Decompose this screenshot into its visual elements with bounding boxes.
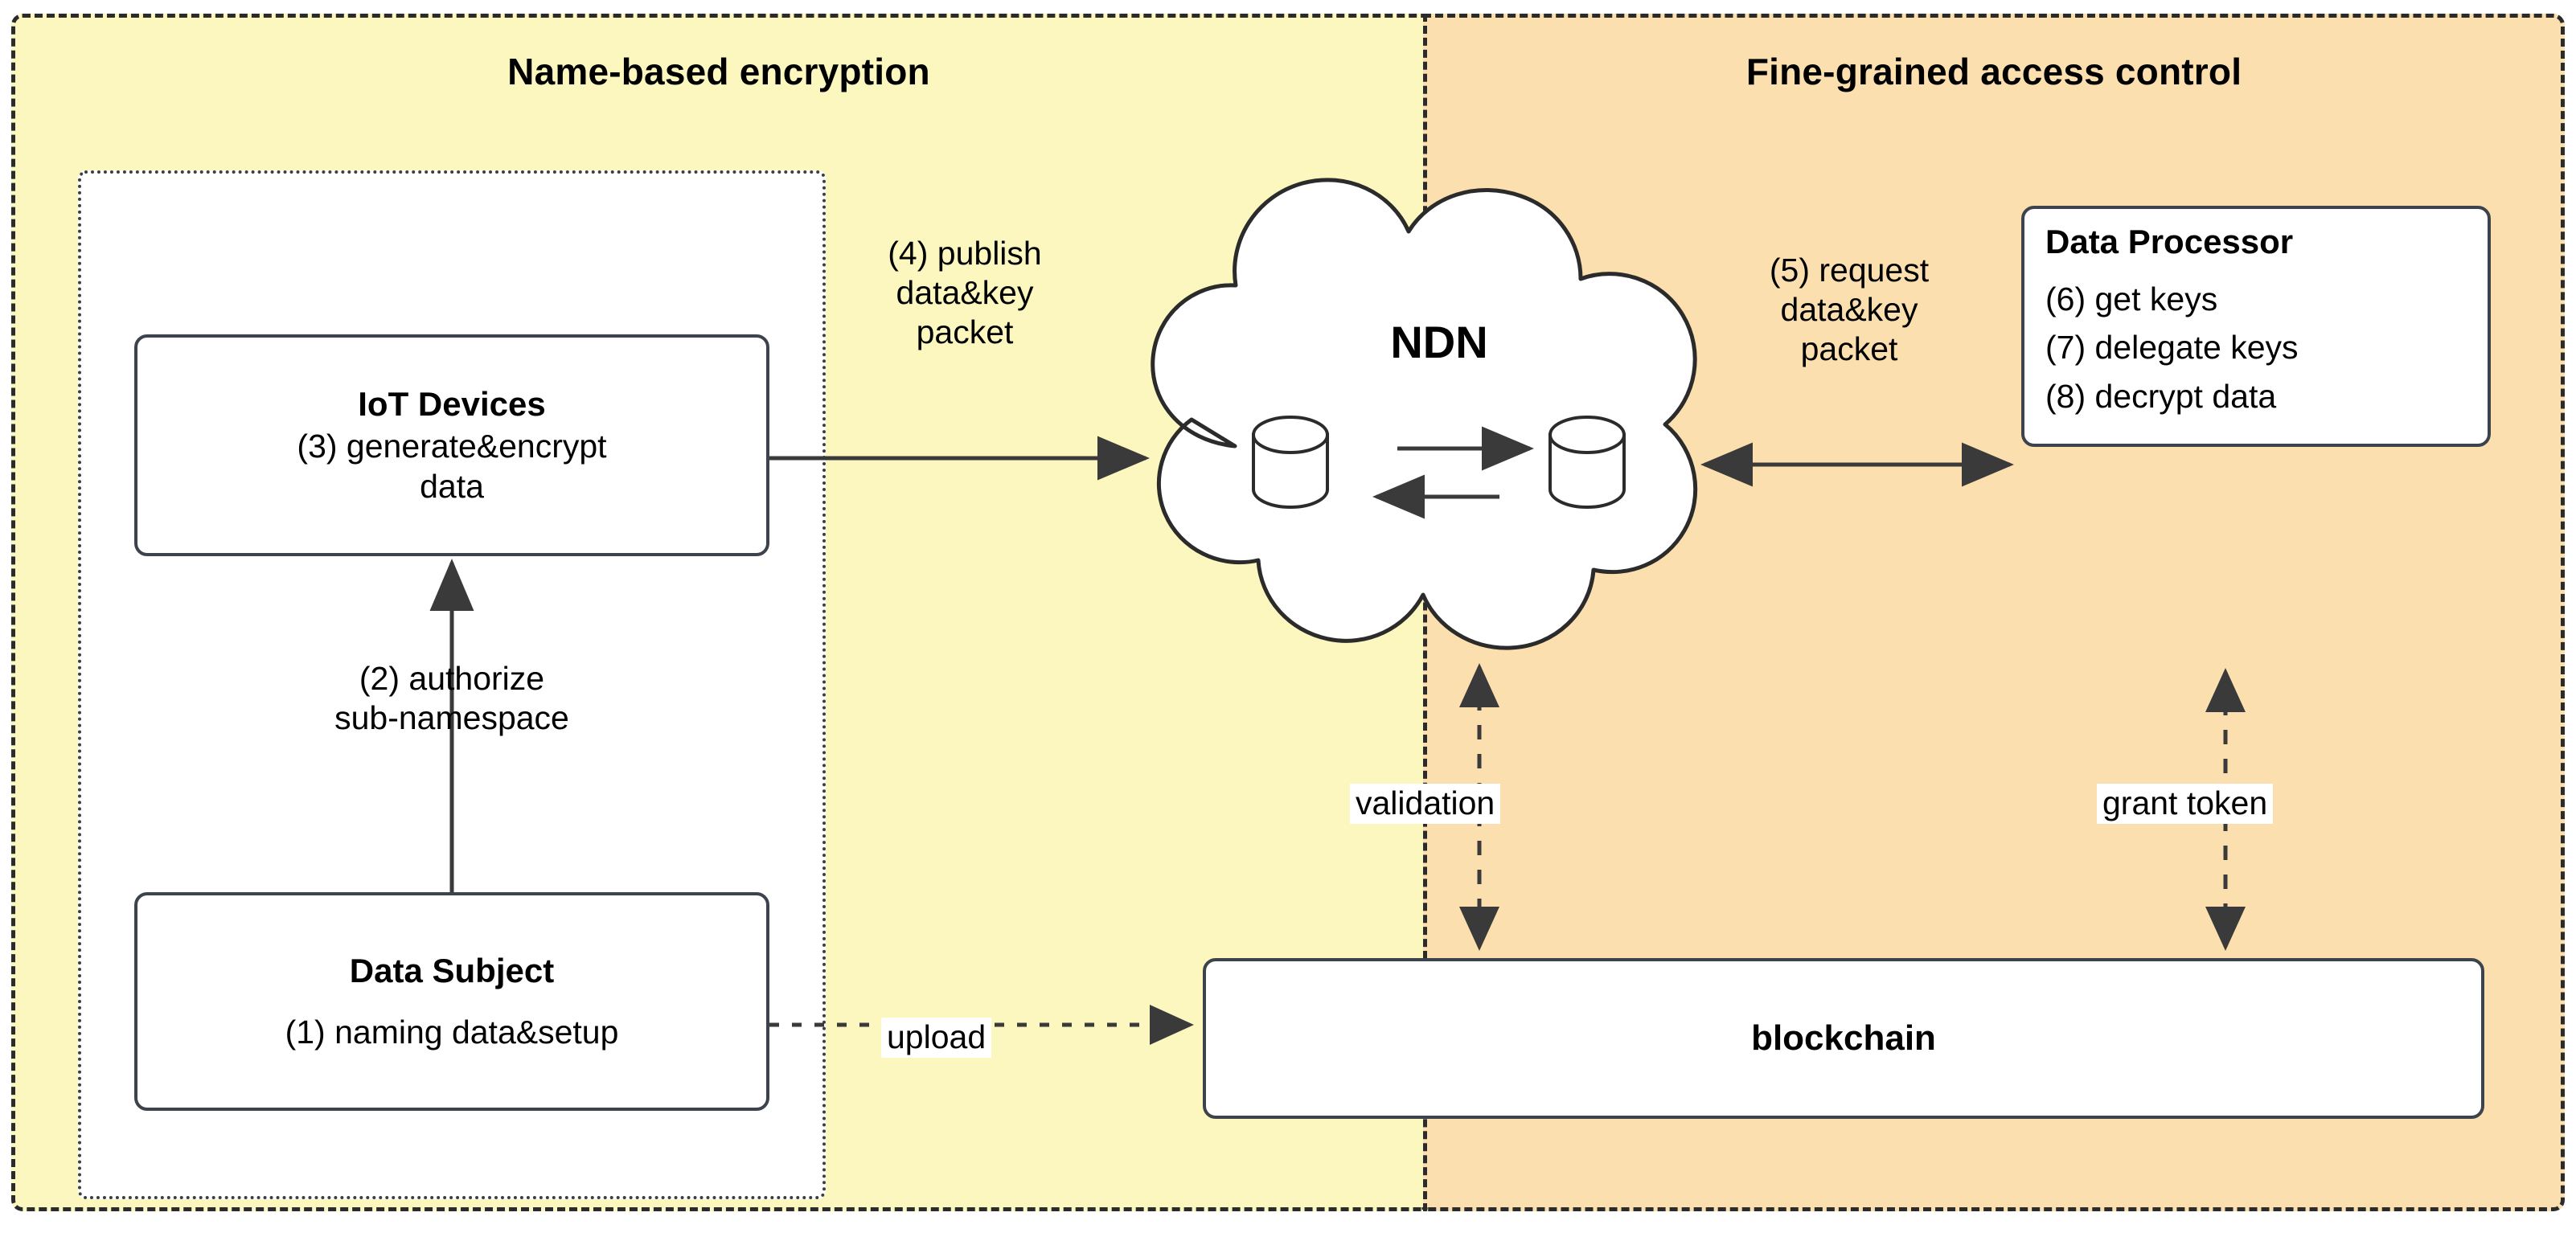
edge-label-upload: upload	[881, 1018, 992, 1058]
node-data-processor[interactable]: Data Processor (6) get keys (7) delegate…	[2021, 206, 2491, 447]
node-iot-devices-step-3b: data	[420, 467, 484, 505]
region-title-fine-grained-access-control: Fine-grained access control	[1745, 51, 2242, 92]
node-blockchain[interactable]: blockchain	[1203, 958, 2484, 1119]
node-data-subject[interactable]: Data Subject (1) naming data&setup	[134, 892, 769, 1111]
ndn-cloud-label: NDN	[1390, 317, 1487, 367]
edge-label-grant-token: grant token	[2097, 784, 2274, 824]
node-data-processor-step-6: (6) get keys	[2045, 280, 2218, 317]
edge-label-publish: (4) publish data&key packet	[888, 235, 1042, 351]
node-data-processor-step-7: (7) delegate keys	[2045, 329, 2299, 367]
region-divider	[1423, 14, 1427, 1211]
node-iot-devices-title: IoT Devices	[358, 385, 546, 424]
node-data-processor-step-8: (8) decrypt data	[2045, 377, 2277, 415]
node-data-processor-title: Data Processor	[2045, 223, 2294, 260]
database-cylinder-right	[1548, 416, 1626, 509]
edge-label-authorize: (2) authorize sub-namespace	[334, 660, 569, 737]
region-title-name-based-encryption: Name-based encryption	[507, 51, 930, 92]
ndn-cloud-shape	[1151, 178, 1698, 650]
node-iot-devices[interactable]: IoT Devices (3) generate&encrypt data	[134, 334, 769, 556]
node-data-subject-step-1: (1) naming data&setup	[285, 1013, 619, 1051]
edge-label-validation: validation	[1350, 784, 1501, 824]
node-iot-devices-step-3a: (3) generate&encrypt	[297, 427, 607, 465]
edge-label-request: (5) request data&key packet	[1769, 252, 1930, 368]
database-cylinder-left	[1252, 416, 1329, 509]
node-blockchain-title: blockchain	[1751, 1018, 1936, 1059]
node-data-subject-title: Data Subject	[349, 952, 555, 990]
